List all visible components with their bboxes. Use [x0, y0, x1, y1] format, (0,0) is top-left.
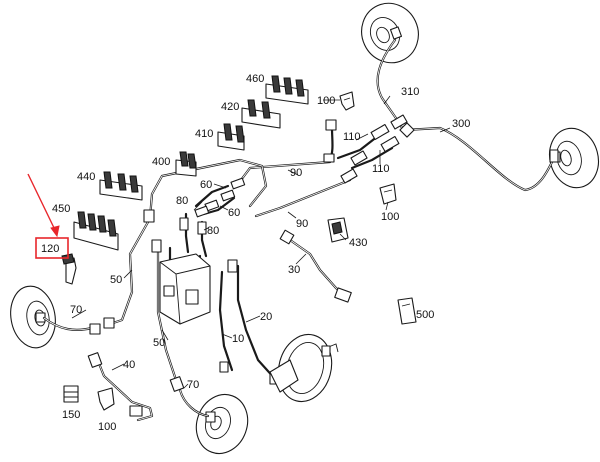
part-150-fitting: [63, 385, 79, 403]
callout-70-lower: 70: [187, 379, 199, 391]
callout-440: 440: [77, 171, 95, 183]
callout-110-right: 110: [372, 163, 390, 175]
bracket-100-bottom: [97, 387, 115, 411]
callout-430: 430: [349, 237, 367, 249]
callout-460: 460: [246, 73, 264, 85]
wheel-front-right: [10, 285, 56, 349]
part-120-screw: [61, 253, 77, 285]
bracket-100-right: [379, 183, 397, 205]
callout-400: 400: [152, 156, 170, 168]
callout-410: 410: [195, 128, 213, 140]
bracket-100-top: [339, 91, 355, 111]
callout-50-upper: 50: [110, 274, 122, 286]
callout-100-right: 100: [381, 211, 399, 223]
clip-440: [99, 171, 143, 201]
callout-90-lower: 90: [296, 218, 308, 230]
callout-420: 420: [221, 101, 239, 113]
callout-110-left: 110: [343, 131, 361, 143]
highlight-annotation: [27, 173, 69, 259]
callout-80-lower: 80: [207, 225, 219, 237]
abs-valve-unit: [159, 253, 211, 325]
callout-20: 20: [260, 311, 272, 323]
callout-310: 310: [401, 86, 419, 98]
clip-500: [397, 297, 417, 325]
callout-60-upper: 60: [200, 179, 212, 191]
highlight-box: [35, 237, 69, 259]
callout-10: 10: [232, 333, 244, 345]
callout-50-lower: 50: [153, 337, 165, 349]
callout-150: 150: [62, 409, 80, 421]
callout-70-left: 70: [70, 304, 82, 316]
clip-400: [175, 151, 197, 177]
callout-labels: 460 420 410 400 440 450 120 100 310 300 …: [41, 73, 470, 433]
leader-lines: [71, 95, 451, 389]
callout-40: 40: [123, 359, 135, 371]
callout-80-upper: 80: [176, 195, 188, 207]
callout-100-top: 100: [317, 95, 335, 107]
clip-430: [327, 217, 349, 243]
clip-450: [73, 211, 119, 251]
pipe-fittings: [87, 114, 559, 417]
callout-60-lower: 60: [228, 207, 240, 219]
brake-booster: [269, 333, 339, 403]
callout-120: 120: [41, 243, 59, 255]
brake-pipes: [42, 38, 555, 422]
wheel-front-left: [195, 393, 249, 455]
callout-30: 30: [288, 264, 300, 276]
callout-450: 450: [52, 203, 70, 215]
callout-500: 500: [416, 309, 434, 321]
wheel-rear-right: [361, 2, 419, 64]
clip-420: [241, 99, 281, 129]
callout-300: 300: [452, 118, 470, 130]
clip-460: [265, 75, 309, 105]
clip-410: [217, 123, 245, 151]
callout-90-upper: 90: [290, 167, 302, 179]
callout-100-bottom: 100: [98, 421, 116, 433]
